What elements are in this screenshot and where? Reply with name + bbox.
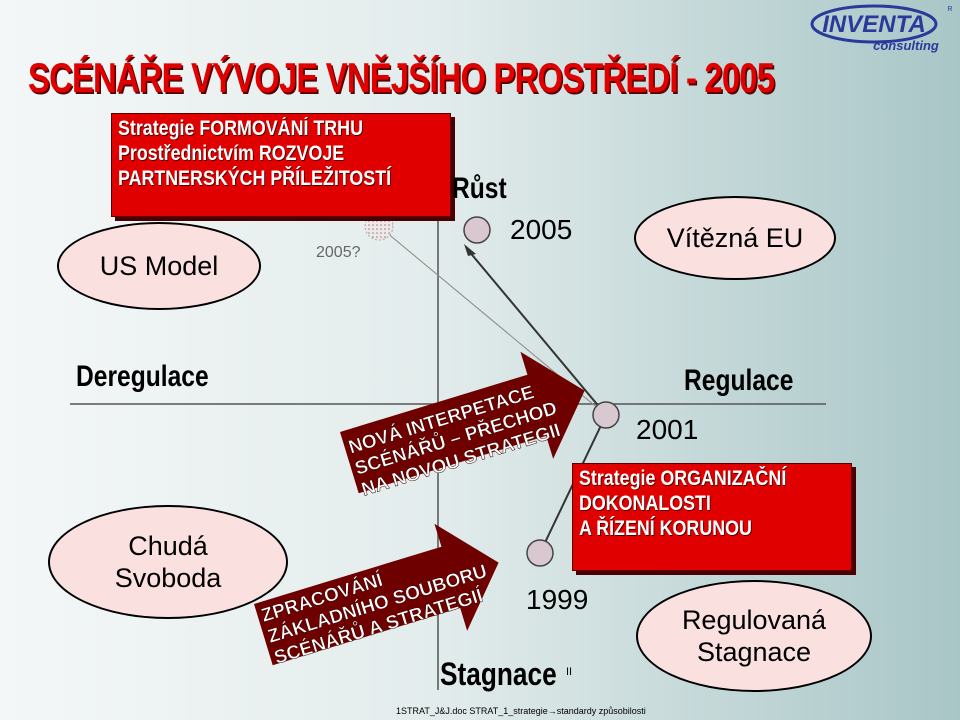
year-label-2005: 2005 bbox=[510, 214, 573, 245]
stagnace-ellipse-label: Stagnace bbox=[696, 637, 812, 667]
logo-main-text: INVENTA bbox=[822, 11, 926, 38]
arrowhead-2005 bbox=[464, 244, 476, 256]
strategy-organizacni-line2: DOKONALOSTI bbox=[579, 492, 711, 515]
strategy-formovani-line2: Prostřednictvím ROZVOJE bbox=[118, 142, 345, 165]
vitezna-eu-label: Vítězná EU bbox=[666, 223, 804, 253]
strategy-organizacni-box: Strategie ORGANIZAČNÍ DOKONALOSTI A ŘÍZE… bbox=[572, 463, 852, 571]
regulovana-stagnace-ellipse: Regulovaná Stagnace bbox=[636, 580, 872, 692]
strategy-formovani-line1: Strategie FORMOVÁNÍ TRHU bbox=[118, 117, 363, 140]
footer-filename: 1STRAT_J&J.doc STRAT_1_strategie→standar… bbox=[396, 706, 646, 716]
strategy-organizacni-line1: Strategie ORGANIZAČNÍ bbox=[579, 467, 787, 490]
us-model-ellipse: US Model bbox=[57, 222, 261, 310]
arrow-nova-interpretace: NOVÁ INTERPETACE SCÉNÁŘŮ – PŘECHOD NA NO… bbox=[340, 351, 585, 501]
vitezna-eu-ellipse: Vítězná EU bbox=[634, 196, 836, 280]
year-label-2005-question: 2005? bbox=[316, 244, 361, 261]
strategy-formovani-line3: PARTNERSKÝCH PŘÍLEŽITOSTÍ bbox=[118, 167, 392, 190]
regulovana-label: Regulovaná bbox=[681, 605, 827, 635]
year-label-2001: 2001 bbox=[636, 414, 699, 445]
axis-label-deregulace: Deregulace bbox=[76, 360, 209, 393]
year-label-1999: 1999 bbox=[526, 584, 589, 615]
logo-sub-text: consulting bbox=[873, 38, 939, 53]
strategy-formovani-box: Strategie FORMOVÁNÍ TRHU Prostřednictvím… bbox=[111, 113, 451, 217]
strategy-organizacni-line3: A ŘÍZENÍ KORUNOU bbox=[579, 517, 752, 540]
axis-label-stagnace: Stagnace bbox=[440, 656, 557, 692]
point-1999 bbox=[526, 539, 554, 567]
point-2001 bbox=[592, 401, 620, 429]
svoboda-label: Svoboda bbox=[114, 563, 222, 593]
us-model-label: US Model bbox=[99, 251, 219, 281]
stagnace-mark: II bbox=[566, 666, 573, 678]
point-2005 bbox=[463, 216, 491, 244]
chuda-label: Chudá bbox=[128, 531, 208, 561]
registered-mark: R bbox=[947, 6, 952, 13]
axis-label-regulace: Regulace bbox=[684, 364, 794, 397]
inventa-logo: INVENTA consulting R bbox=[806, 2, 956, 54]
chuda-svoboda-ellipse: Chudá Svoboda bbox=[48, 505, 288, 619]
axis-label-rust: Růst bbox=[452, 172, 507, 205]
page-title: SCÉNÁŘE VÝVOJE VNĚJŠÍHO PROSTŘEDÍ - 2005 bbox=[28, 54, 775, 101]
line-2001-2005 bbox=[467, 249, 607, 416]
